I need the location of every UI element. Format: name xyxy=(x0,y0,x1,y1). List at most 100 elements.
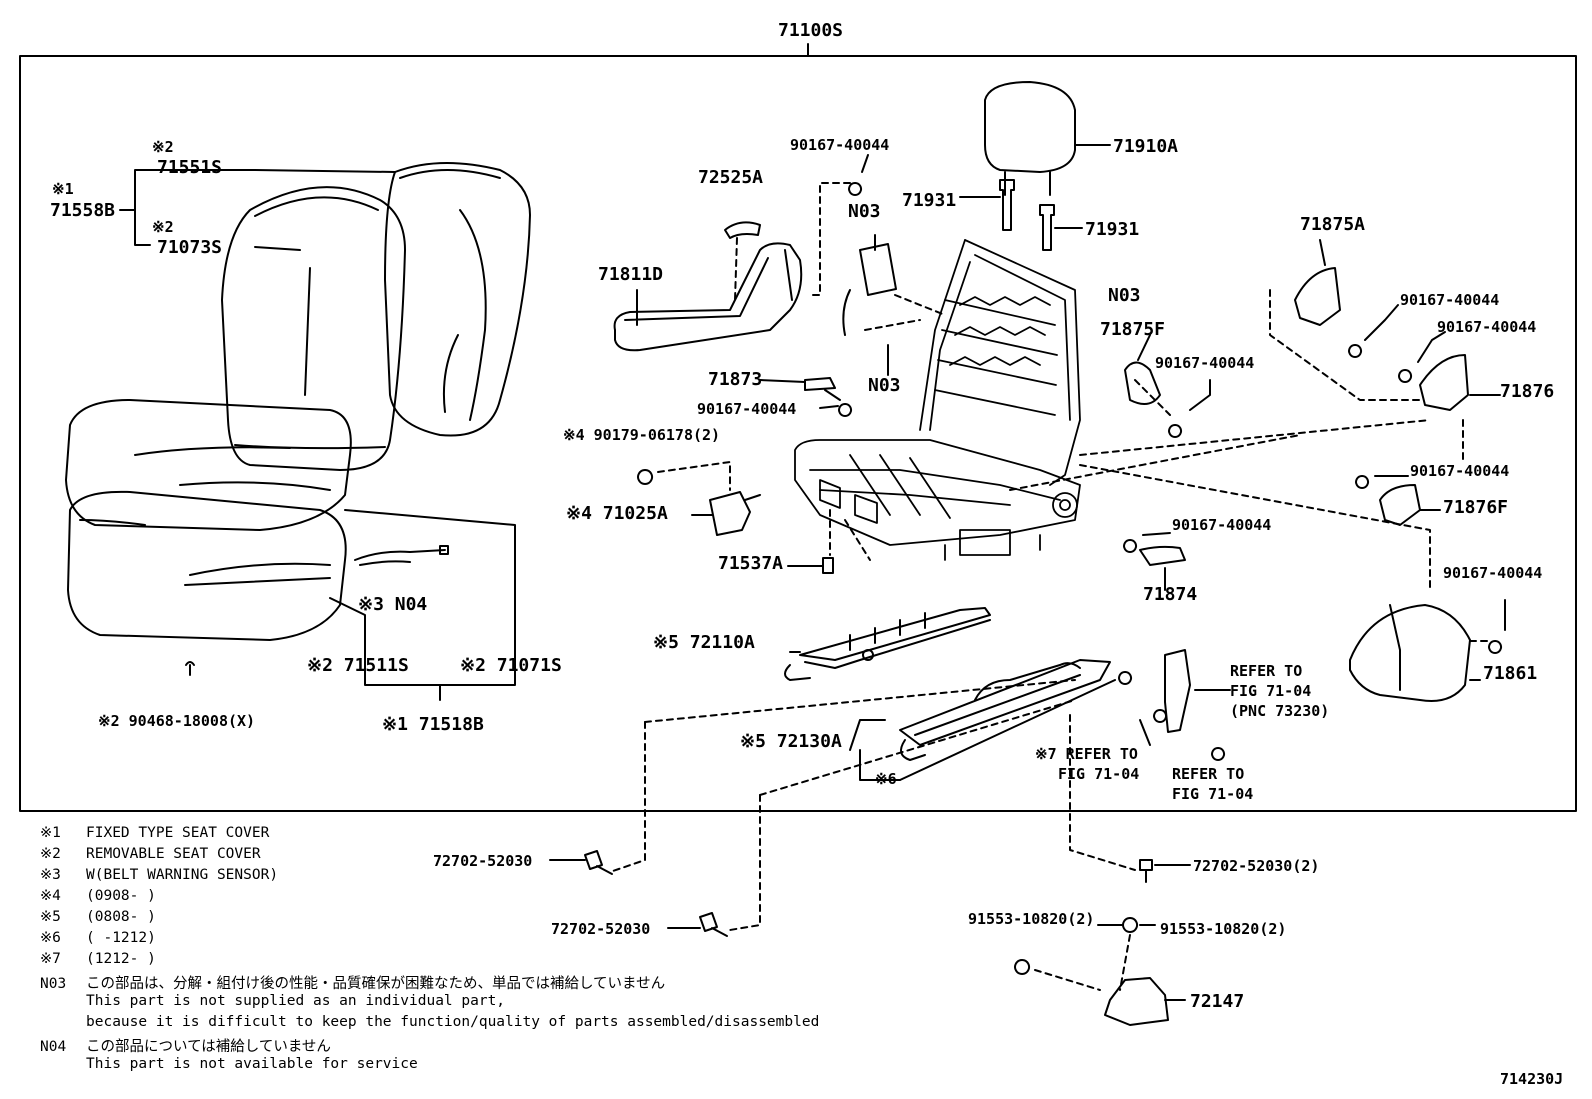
note-6: ※6( -1212) xyxy=(40,930,156,946)
seat-frame-n03 xyxy=(794,239,1081,561)
label-71876F[interactable]: 71876F xyxy=(1443,497,1509,518)
seat-cushion-cover-71071S xyxy=(65,399,352,531)
label-90167-r2[interactable]: 90167-40044 xyxy=(1437,318,1537,336)
label-n04[interactable]: ※3 N04 xyxy=(358,594,428,615)
clip-90468 xyxy=(185,661,195,676)
label-90167-71874[interactable]: 90167-40044 xyxy=(1172,516,1272,534)
bracket-71025A xyxy=(709,491,751,536)
label-71874[interactable]: 71874 xyxy=(1143,584,1198,605)
label-90179[interactable]: ※4 90179-06178(2) xyxy=(563,426,721,444)
label-refer-a-3[interactable]: (PNC 73230) xyxy=(1230,702,1330,720)
label-71931-left[interactable]: 71931 xyxy=(902,190,957,211)
label-refer-7-b[interactable]: FIG 71-04 xyxy=(1058,765,1140,783)
screw-90167-71874 xyxy=(1123,539,1138,553)
screw-90167-r4 xyxy=(1488,640,1503,654)
screw-90167-mid xyxy=(1168,424,1183,438)
note-4: ※4(0908- ) xyxy=(40,888,156,904)
label-71025A[interactable]: ※4 71025A xyxy=(566,503,668,524)
label-71876[interactable]: 71876 xyxy=(1500,381,1555,402)
label-71875F[interactable]: 71875F xyxy=(1100,319,1166,340)
headrest-guide-71931-left xyxy=(999,179,1015,231)
screw-90167-r1 xyxy=(1348,344,1363,358)
hinge-cover-71876F xyxy=(1379,484,1421,526)
note-n03-en1: This part is not supplied as an individu… xyxy=(86,993,506,1009)
seat-back-cover-71551S xyxy=(384,161,531,437)
label-72147[interactable]: 72147 xyxy=(1190,991,1245,1012)
bolt-72702-a xyxy=(584,850,613,875)
label-refer-b-2[interactable]: FIG 71-04 xyxy=(1172,785,1254,803)
label-71551S[interactable]: 71551S xyxy=(157,157,223,178)
label-90167-r3[interactable]: 90167-40044 xyxy=(1410,462,1510,480)
label-n03-handle[interactable]: N03 xyxy=(848,201,881,222)
screw-90167-r3 xyxy=(1355,475,1370,489)
label-71537A[interactable]: 71537A xyxy=(718,553,784,574)
label-71511S[interactable]: ※2 71511S xyxy=(307,655,409,676)
label-refer-7-a[interactable]: ※7 REFER TO xyxy=(1035,745,1138,763)
bolt-ref-b xyxy=(1211,747,1226,761)
label-90468[interactable]: ※2 90468-18008(X) xyxy=(98,712,256,730)
label-71811D[interactable]: 71811D xyxy=(598,264,664,285)
label-90167-71873[interactable]: 90167-40044 xyxy=(697,400,797,418)
cap-72525A xyxy=(724,221,761,239)
note-n04-en: This part is not available for service xyxy=(86,1056,418,1072)
assembly-title: 71100S xyxy=(778,20,844,41)
label-n03-switch[interactable]: N03 xyxy=(868,375,901,396)
bolt-ref-a xyxy=(1153,709,1168,723)
label-90167-r4[interactable]: 90167-40044 xyxy=(1443,564,1543,582)
mark-removable-cover-b: ※2 xyxy=(152,218,174,236)
headrest-71910A xyxy=(984,81,1076,196)
hinge-cover-71876 xyxy=(1419,354,1469,411)
label-72525A[interactable]: 72525A xyxy=(698,167,764,188)
label-72702-b[interactable]: 72702-52030 xyxy=(551,920,651,938)
label-72130A[interactable]: ※5 72130A xyxy=(740,731,842,752)
label-91553-b[interactable]: 91553-10820(2) xyxy=(1160,920,1287,938)
label-71558B[interactable]: 71558B xyxy=(50,200,116,221)
label-71073S[interactable]: 71073S xyxy=(157,237,223,258)
bracket-71874 xyxy=(1139,545,1186,566)
recliner-handle-n03 xyxy=(842,243,897,336)
label-71861[interactable]: 71861 xyxy=(1483,663,1538,684)
label-71071S[interactable]: ※2 71071S xyxy=(460,655,562,676)
label-71875A[interactable]: 71875A xyxy=(1300,214,1366,235)
assembly-border xyxy=(19,55,1577,812)
label-90167-mid[interactable]: 90167-40044 xyxy=(1155,354,1255,372)
seat-back-cover-71073S xyxy=(221,186,406,471)
label-90167-r1[interactable]: 90167-40044 xyxy=(1400,291,1500,309)
seat-rail-72110A xyxy=(784,607,991,681)
seat-cushion-cover-71511S xyxy=(67,490,347,641)
label-71910A[interactable]: 71910A xyxy=(1113,136,1179,157)
label-72110A[interactable]: ※5 72110A xyxy=(653,632,755,653)
seat-rail-72130A xyxy=(899,659,1111,761)
label-n03-frame[interactable]: N03 xyxy=(1108,285,1141,306)
bracket-72147 xyxy=(1104,977,1169,1026)
mark-removable-cover-a: ※2 xyxy=(152,138,174,156)
note-n03-en2: because it is difficult to keep the func… xyxy=(86,1014,820,1030)
label-71873[interactable]: 71873 xyxy=(708,369,763,390)
label-90167-top[interactable]: 90167-40044 xyxy=(790,136,890,154)
bolt-91553-a xyxy=(1014,959,1031,975)
label-72702-c[interactable]: 72702-52030(2) xyxy=(1193,857,1320,875)
label-72702-a[interactable]: 72702-52030 xyxy=(433,852,533,870)
screw-90167-top xyxy=(848,182,863,196)
bracket-71873 xyxy=(804,377,836,391)
label-refer-a-2[interactable]: FIG 71-04 xyxy=(1230,682,1312,700)
label-71931-right[interactable]: 71931 xyxy=(1085,219,1140,240)
screw-90167-71873 xyxy=(838,403,853,417)
label-71518B[interactable]: ※1 71518B xyxy=(382,714,484,735)
label-refer-b-1[interactable]: REFER TO xyxy=(1172,765,1245,783)
hinge-cover-71875F xyxy=(1124,361,1161,405)
belt-sensor-n04 xyxy=(354,545,449,566)
label-91553-a[interactable]: 91553-10820(2) xyxy=(968,910,1095,928)
bolt-72702-b xyxy=(699,912,728,937)
label-mark6: ※6 xyxy=(875,770,897,788)
figure-id: 714230J xyxy=(1500,1070,1564,1088)
bolt-91553-b xyxy=(1122,917,1139,933)
armrest-71811D xyxy=(613,242,803,352)
label-refer-a-1[interactable]: REFER TO xyxy=(1230,662,1303,680)
